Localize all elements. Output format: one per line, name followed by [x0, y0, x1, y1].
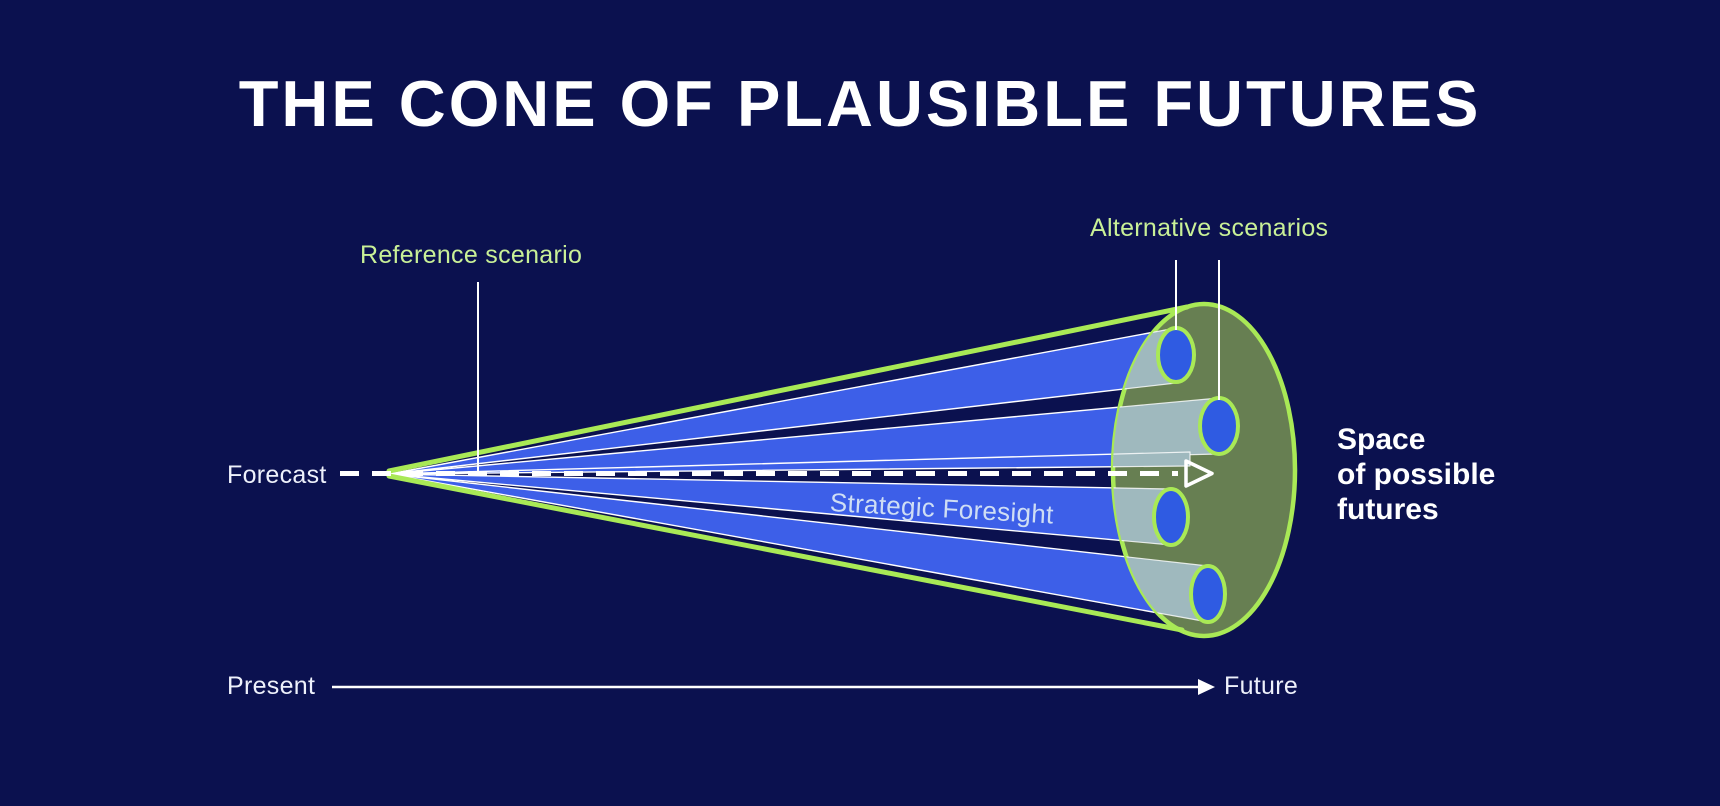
- cone-top-edge: [386, 304, 1190, 474]
- cone-outline-edges: [386, 304, 1190, 633]
- callout-guide-lines: [477, 260, 1220, 471]
- inside-ray-center-sliver: [1113, 451, 1191, 475]
- scenario-ellipse-3: [1152, 487, 1190, 547]
- forecast-label: Forecast: [227, 461, 327, 489]
- space-of-possible-futures-label: Space of possible futures: [1337, 422, 1495, 527]
- time-axis-arrowhead-icon: [1198, 679, 1215, 695]
- forecast-dashed-arrow: [340, 459, 1214, 488]
- forecast-arrowhead-icon: [1184, 459, 1214, 488]
- page-title: THE CONE OF PLAUSIBLE FUTURES: [238, 67, 1482, 140]
- scenario-ellipse-2: [1198, 396, 1240, 456]
- scenario-rays: [388, 327, 1220, 623]
- alternative-scenarios-label: Alternative scenarios: [1090, 214, 1329, 242]
- scenario-ellipse-1: [1156, 326, 1196, 384]
- cone-bottom-edge: [386, 473, 1185, 633]
- space-label-line-3: futures: [1337, 493, 1439, 526]
- present-axis-label: Present: [227, 672, 316, 700]
- scenario-ellipse-4: [1189, 564, 1227, 624]
- future-axis-label: Future: [1224, 672, 1299, 700]
- space-label-line-2: of possible: [1337, 458, 1496, 491]
- reference-scenario-label: Reference scenario: [360, 241, 583, 269]
- time-axis: [332, 679, 1215, 695]
- space-label-line-1: Space: [1337, 423, 1426, 456]
